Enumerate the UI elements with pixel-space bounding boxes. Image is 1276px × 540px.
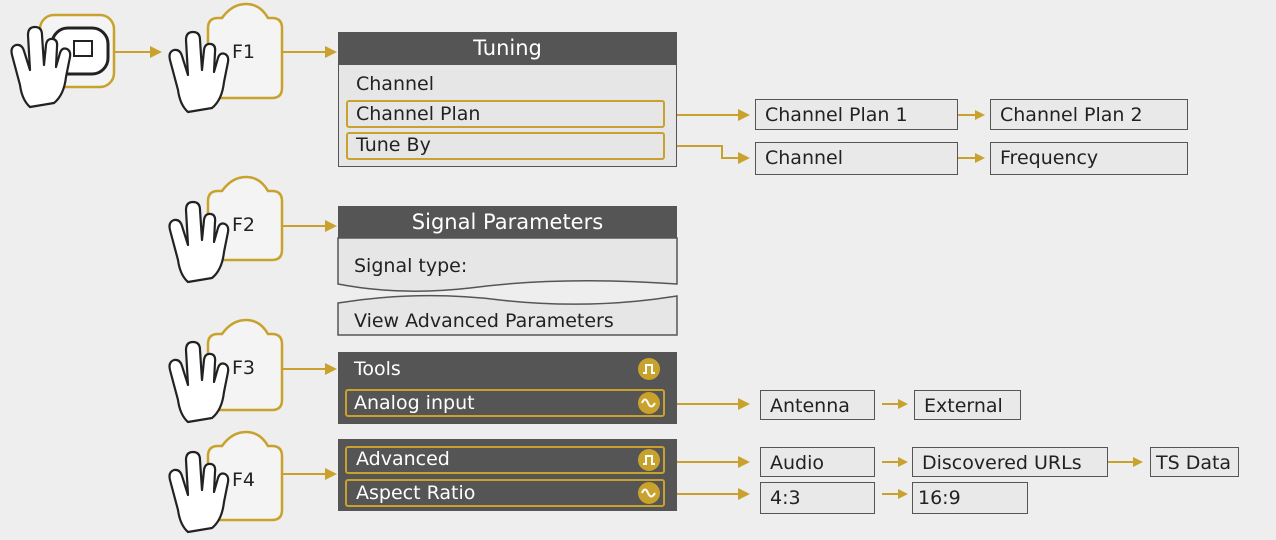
channel-plan-2-option[interactable]: Channel Plan 2 bbox=[990, 99, 1188, 130]
tuning-item-tune-by-label: Tune By bbox=[356, 134, 431, 156]
tuning-item-tune-by[interactable] bbox=[346, 132, 665, 160]
ts-data-option[interactable]: TS Data bbox=[1150, 447, 1239, 477]
sine-wave-icon bbox=[638, 482, 660, 504]
signal-type-label: Signal type: bbox=[354, 255, 468, 277]
antenna-option[interactable]: Antenna bbox=[760, 390, 875, 420]
tools-title: Tools bbox=[354, 358, 401, 380]
f4-label: F4 bbox=[232, 469, 256, 491]
f3-label: F3 bbox=[232, 357, 256, 379]
aspect-16-9-option[interactable]: 16:9 bbox=[912, 482, 1028, 514]
external-option[interactable]: External bbox=[914, 390, 1021, 420]
tools-menu bbox=[338, 352, 677, 424]
aspect-ratio-item[interactable] bbox=[345, 479, 665, 507]
tuning-title: Tuning bbox=[338, 32, 677, 64]
signal-parameters-title: Signal Parameters bbox=[338, 206, 677, 238]
sine-wave-icon bbox=[638, 392, 660, 414]
tuning-menu bbox=[338, 64, 677, 167]
f1-label: F1 bbox=[232, 41, 256, 63]
analog-input-item[interactable] bbox=[345, 389, 665, 417]
signal-type-area bbox=[337, 237, 678, 292]
tune-by-channel-option[interactable]: Channel bbox=[755, 142, 958, 175]
connectors bbox=[114, 46, 1143, 500]
tuning-item-channel-plan-label: Channel Plan bbox=[356, 103, 481, 125]
tuning-item-channel[interactable]: Channel bbox=[356, 73, 435, 95]
channel-plan-1-option[interactable]: Channel Plan 1 bbox=[755, 99, 958, 130]
analog-input-label: Analog input bbox=[354, 392, 475, 414]
discovered-urls-option[interactable]: Discovered URLs bbox=[912, 447, 1108, 477]
view-advanced-parameters-item[interactable]: View Advanced Parameters bbox=[354, 310, 614, 332]
square-wave-icon bbox=[638, 358, 660, 380]
square-wave-icon bbox=[638, 449, 660, 471]
advanced-label: Advanced bbox=[356, 448, 450, 470]
tuning-item-channel-plan[interactable] bbox=[346, 100, 665, 128]
advanced-params-area bbox=[337, 294, 678, 336]
audio-option[interactable]: Audio bbox=[760, 447, 875, 477]
advanced-item[interactable] bbox=[345, 446, 665, 474]
f2-label: F2 bbox=[232, 214, 256, 236]
aspect-ratio-label: Aspect Ratio bbox=[356, 482, 476, 504]
f3-key-shape[interactable] bbox=[206, 318, 284, 412]
tune-by-frequency-option[interactable]: Frequency bbox=[990, 142, 1188, 175]
f4-key-shape[interactable] bbox=[206, 430, 284, 522]
advanced-menu bbox=[338, 439, 677, 511]
aspect-4-3-option[interactable]: 4:3 bbox=[760, 482, 875, 514]
